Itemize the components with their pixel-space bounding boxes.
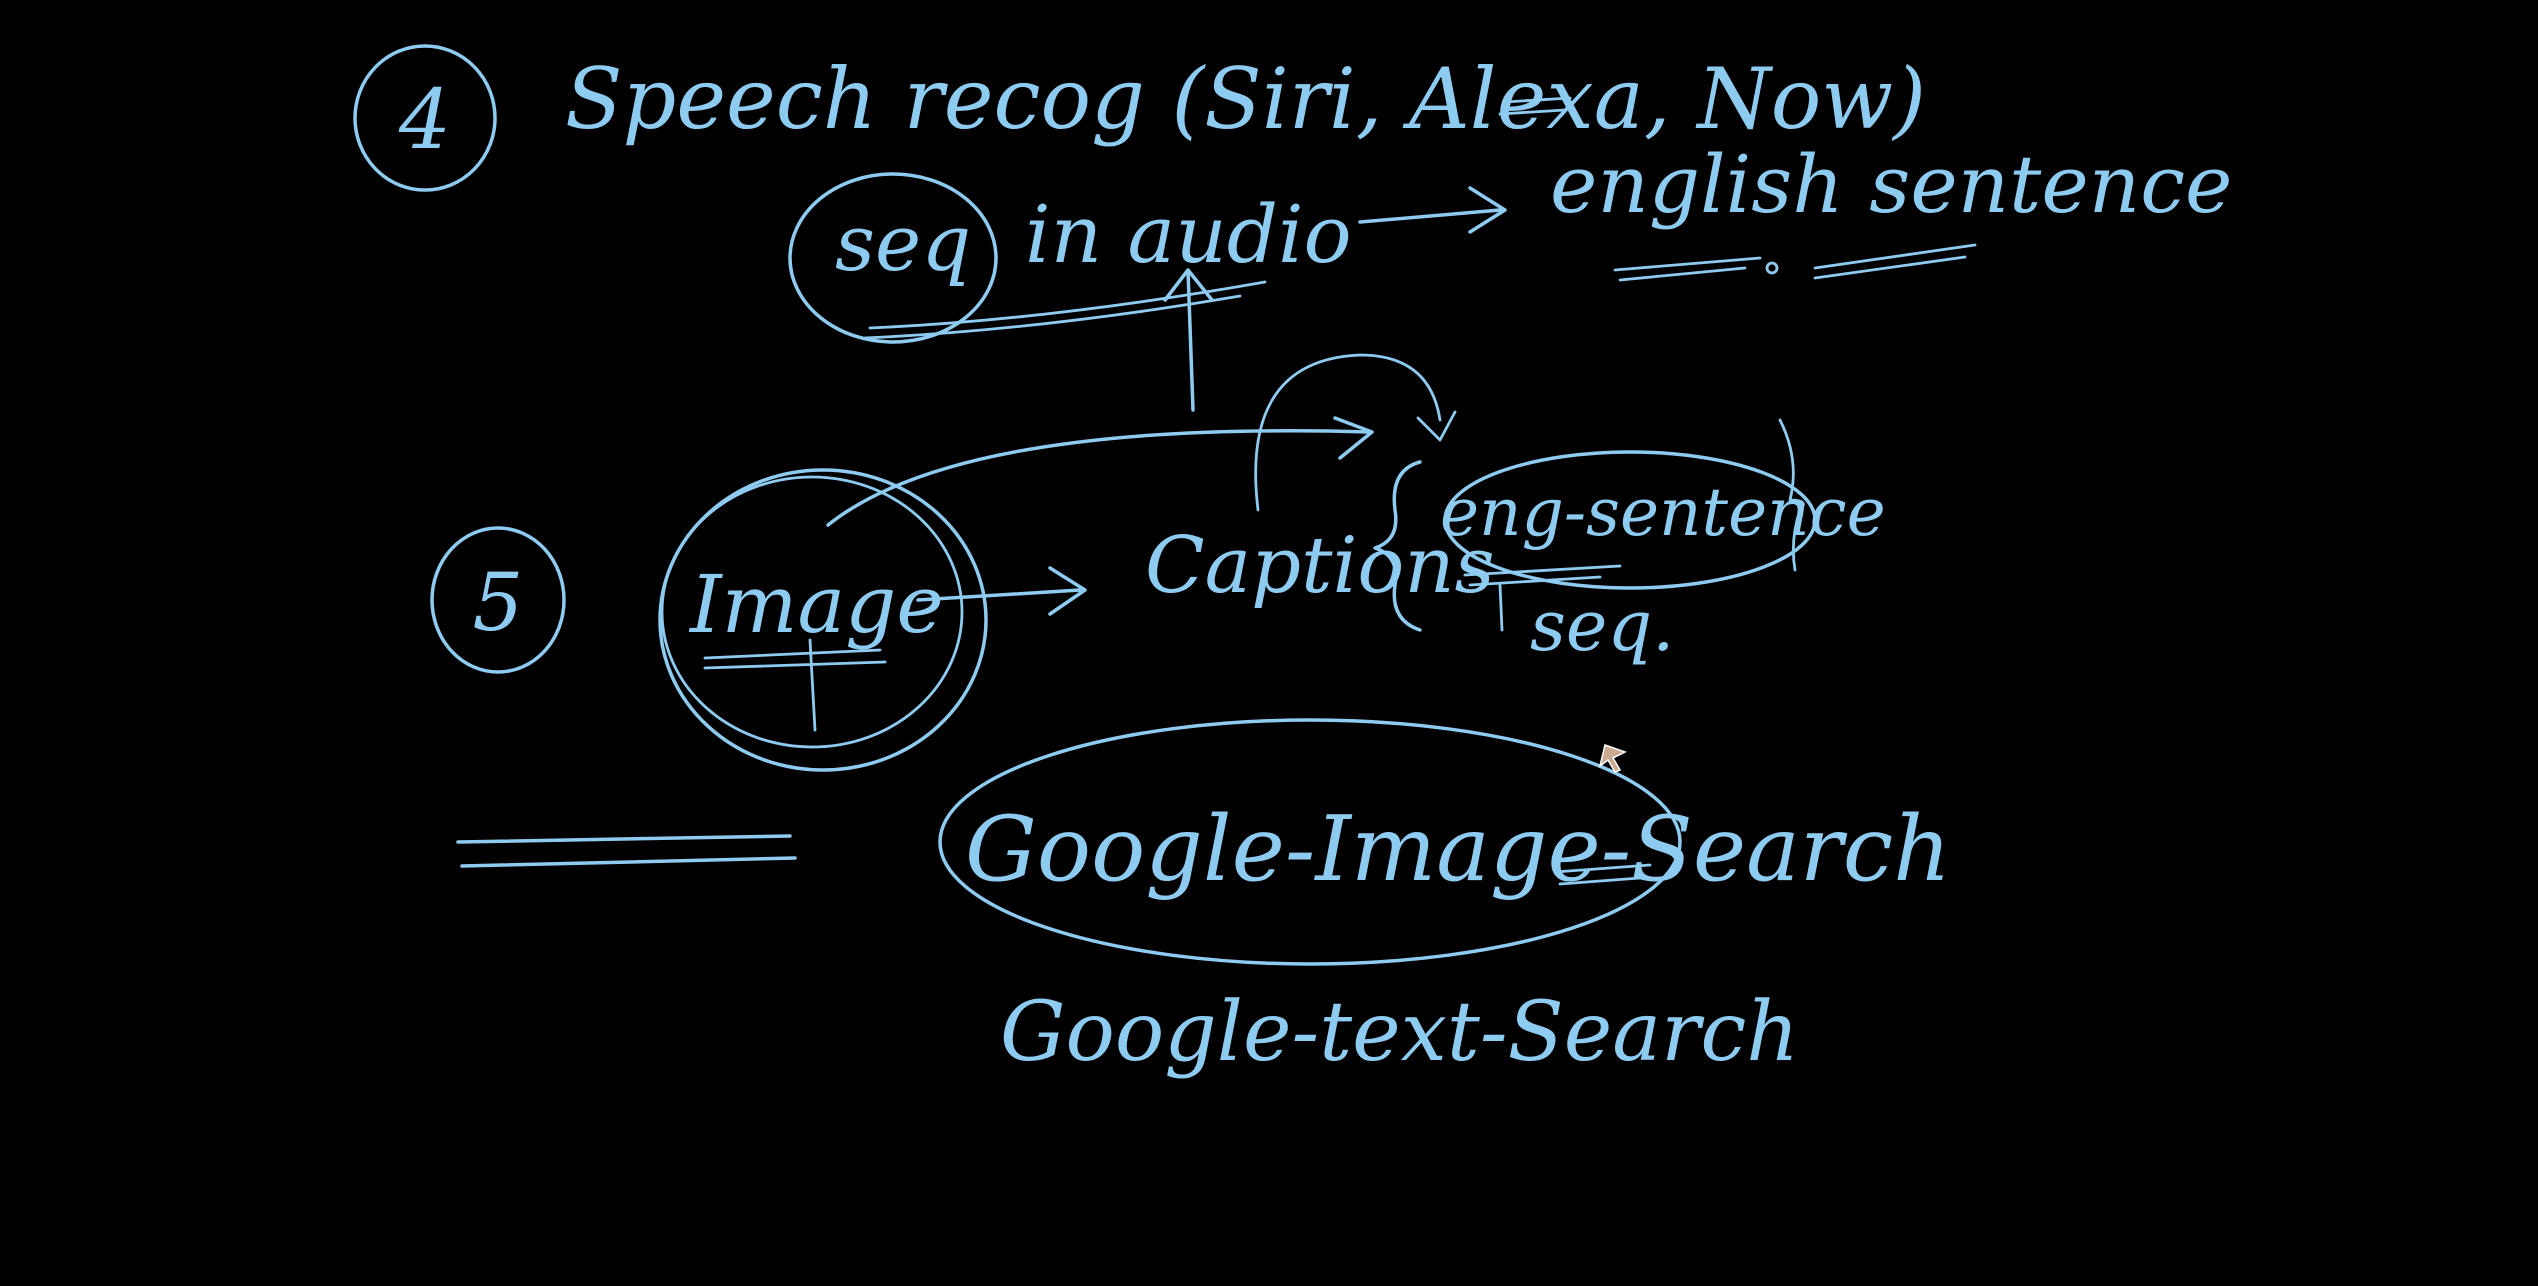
google-image-search-text: Google-Image-Search <box>965 797 1951 902</box>
seq-note-text: seq. <box>1530 585 1674 667</box>
number-5-circle <box>430 526 566 674</box>
google-text-search-text: Google-text-Search <box>1000 985 1799 1080</box>
section-5: 5 Image Captions eng-sentence seq. <box>430 353 1886 772</box>
eng-sentence-text: eng-sentence <box>1440 474 1886 551</box>
image-circle-outer <box>658 468 988 772</box>
loop-arrow <box>1254 353 1457 512</box>
captions-brace <box>1373 460 1422 632</box>
number-4-circle <box>353 44 497 192</box>
arc-arrow-image-to-sentence <box>826 416 1374 527</box>
number-5: 5 <box>473 556 524 649</box>
captions-text: Captions <box>1145 521 1495 611</box>
separator-line <box>456 834 797 868</box>
arrow-up-to-audio <box>1163 268 1214 412</box>
seq-circle <box>788 172 998 344</box>
arrow-to-english <box>1358 186 1507 234</box>
pointer-cursor-icon <box>1598 744 1627 773</box>
image-search-ellipse <box>938 718 1682 966</box>
speech-recog-heading: Speech recog (Siri, Alexa, Now) <box>565 50 1926 148</box>
english-sentence-text: english sentence <box>1550 138 2232 231</box>
arrow-to-captions <box>916 566 1087 616</box>
search-section: Google-Image-Search Google-text-Search <box>938 718 1951 1080</box>
seq-circled-text: seq <box>835 199 971 289</box>
section-4: 4 Speech recog (Siri, Alexa, Now) seq in… <box>353 44 2232 412</box>
eng-sentence-ellipse <box>1443 450 1817 590</box>
in-audio-text: in audio <box>1025 188 1352 281</box>
image-circle-inner <box>660 475 964 749</box>
number-4: 4 <box>398 73 451 168</box>
image-text: Image <box>688 558 944 651</box>
